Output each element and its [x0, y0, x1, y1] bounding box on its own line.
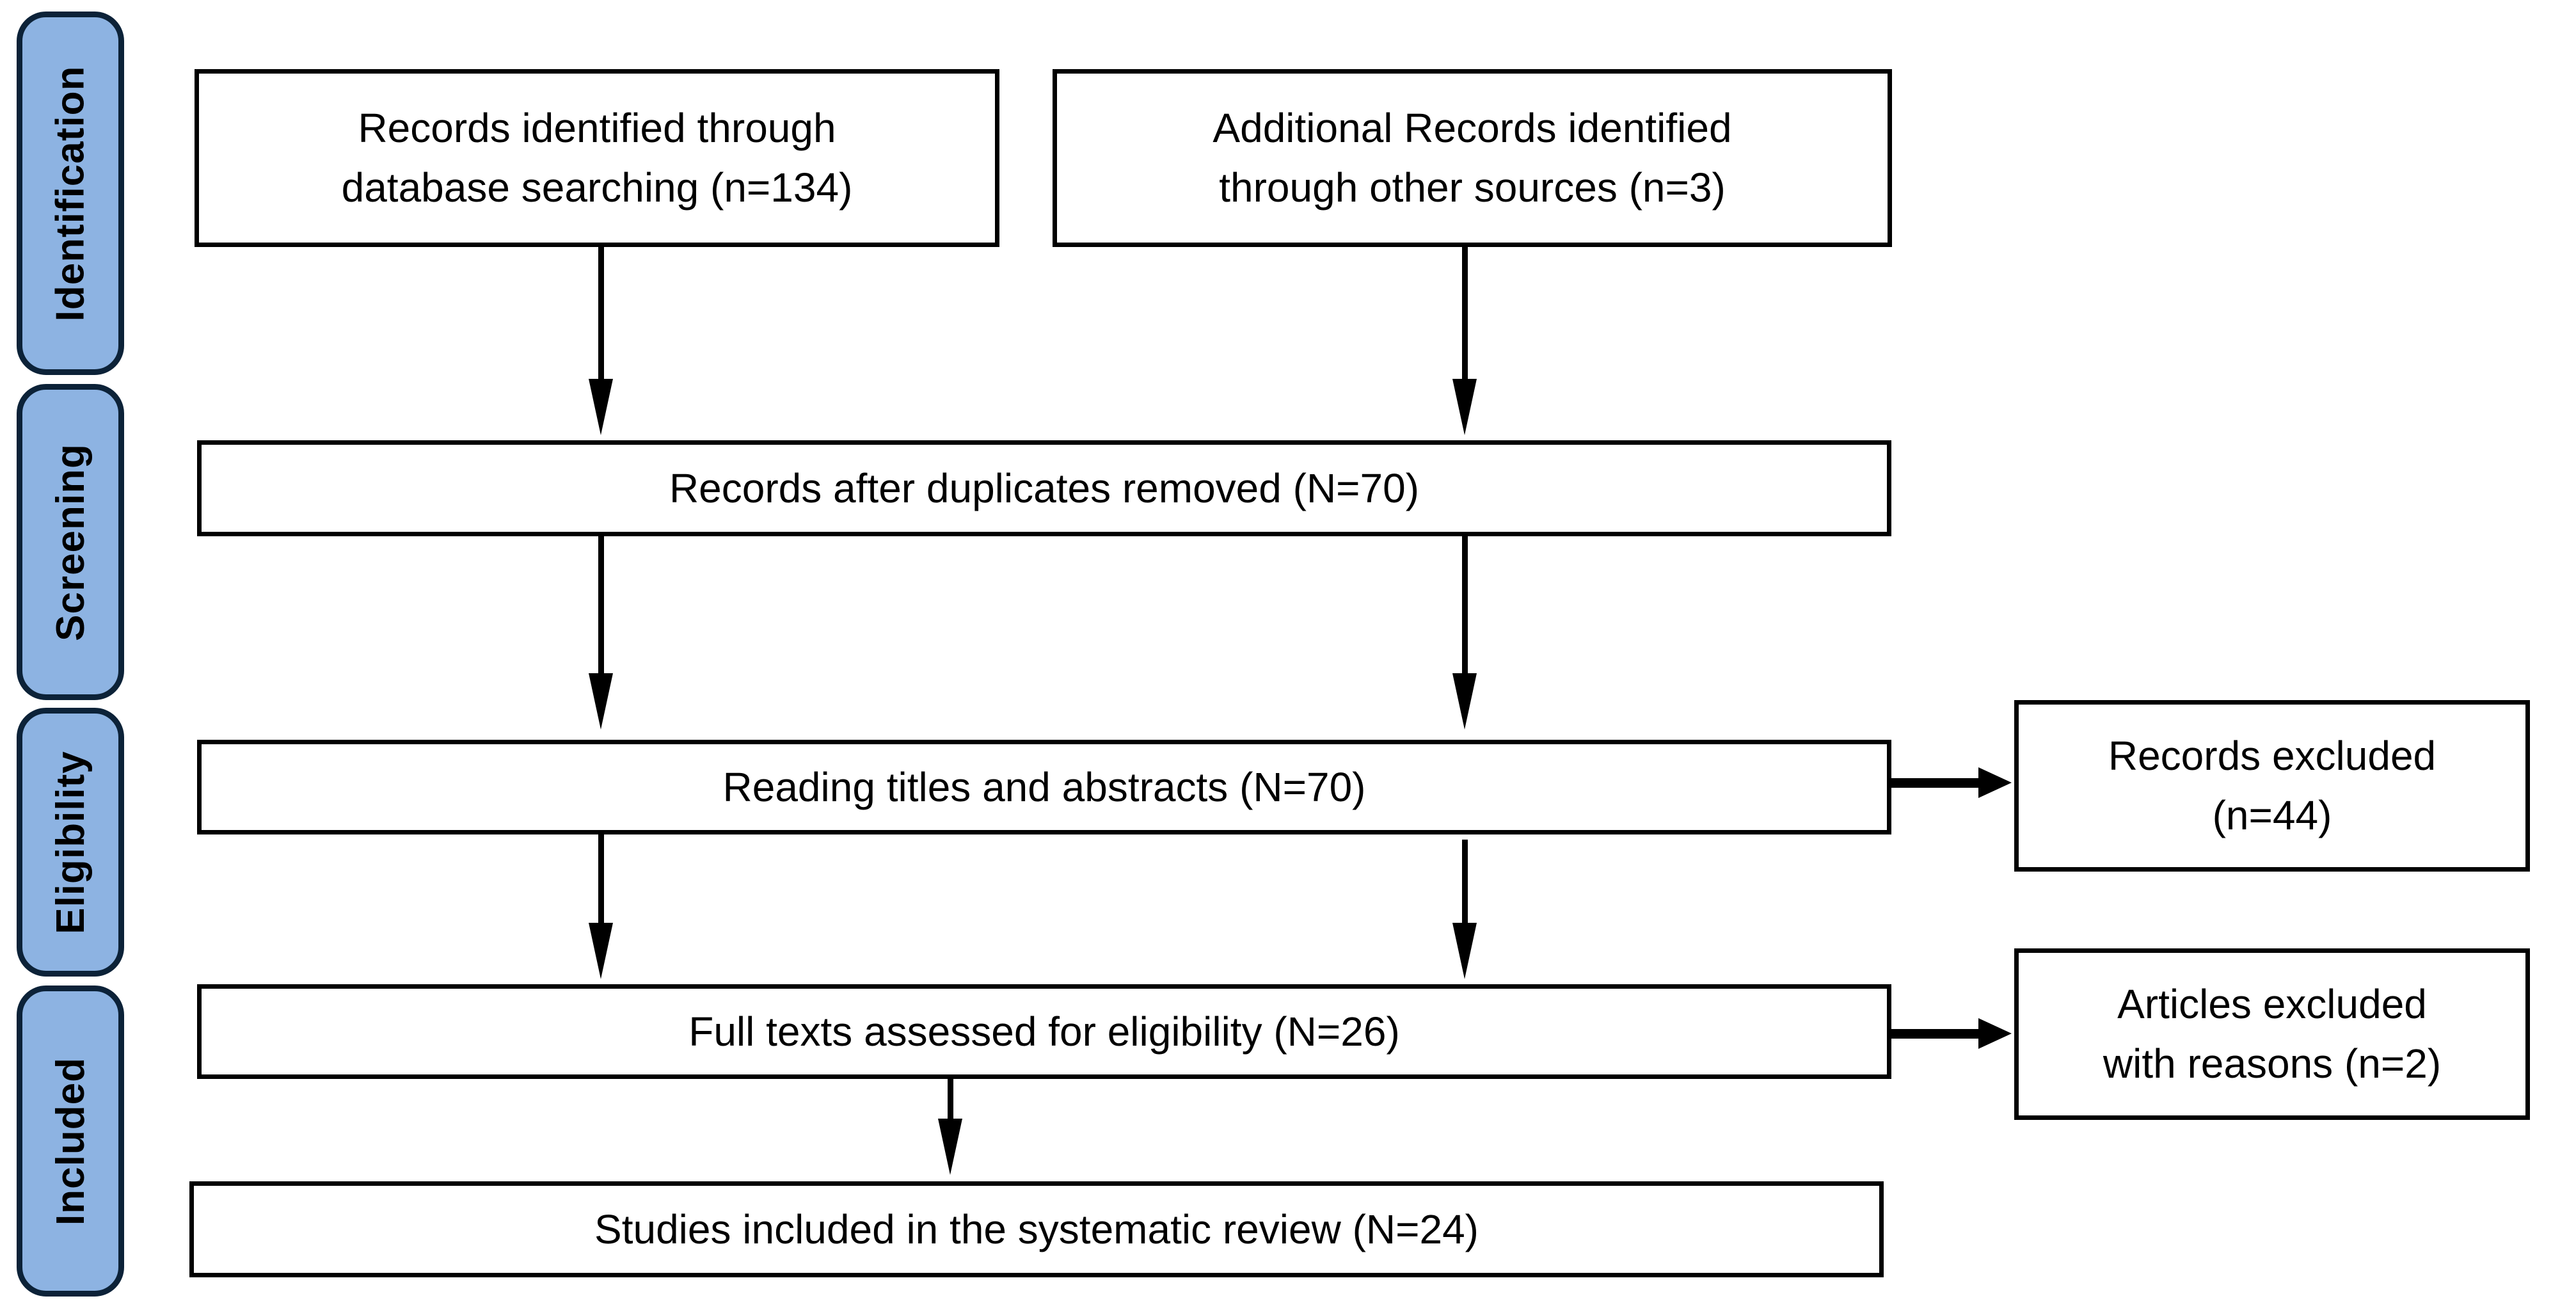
stage-included-label: Included [48, 1057, 93, 1225]
arrow-down-icon [938, 1119, 962, 1175]
box-full-texts-assessed: Full texts assessed for eligibility (N=2… [197, 984, 1891, 1079]
arrow-right-icon [1978, 767, 2012, 798]
box-records-after-duplicates-removed: Records after duplicates removed (N=70) [197, 440, 1891, 536]
stage-screening: Screening [17, 384, 124, 700]
arrow-shaft [1461, 535, 1468, 673]
box-articles-excluded-with-reasons: Articles excluded with reasons (n=2) [2014, 948, 2530, 1120]
box-studies-included-review-label: Studies included in the systematic revie… [594, 1206, 1479, 1252]
box-studies-included-review: Studies included in the systematic revie… [189, 1181, 1884, 1277]
stage-identification-label: Identification [48, 65, 93, 321]
arrow-duplicates-to-titles-right [1452, 535, 1477, 730]
arrow-down-icon [589, 673, 613, 730]
arrow-titles-to-fulltext-left [588, 833, 614, 979]
arrow-shaft [1461, 840, 1468, 923]
arrow-duplicates-to-titles-left [588, 535, 614, 730]
arrow-down-icon [589, 923, 613, 979]
arrow-titles-to-fulltext-right [1452, 840, 1477, 979]
box-records-excluded: Records excluded (n=44) [2014, 700, 2530, 872]
stage-included: Included [17, 986, 124, 1297]
box-additional-records-other-sources: Additional Records identified through ot… [1053, 69, 1892, 247]
arrow-shaft [947, 1078, 953, 1119]
arrow-titles-to-records-excluded [1891, 767, 2012, 798]
arrow-fulltext-to-articles-excluded [1891, 1018, 2012, 1049]
arrow-other-sources-to-duplicates [1452, 246, 1477, 435]
arrow-shaft [1461, 246, 1468, 379]
box-additional-records-other-sources-label: Additional Records identified through ot… [1212, 105, 1732, 211]
box-records-after-duplicates-removed-label: Records after duplicates removed (N=70) [669, 465, 1420, 511]
arrow-fulltext-to-included [937, 1078, 963, 1175]
arrow-shaft [1891, 1028, 1978, 1039]
arrow-database-to-duplicates [588, 246, 614, 435]
arrow-shaft [598, 246, 604, 379]
arrow-shaft [598, 535, 604, 673]
stage-eligibility: Eligibility [17, 708, 124, 977]
stage-screening-label: Screening [48, 443, 93, 641]
box-records-identified-database: Records identified through database sear… [195, 69, 999, 247]
box-records-identified-database-label: Records identified through database sear… [341, 105, 853, 211]
stage-identification: Identification [17, 12, 124, 375]
arrow-shaft [1891, 778, 1978, 788]
arrow-down-icon [1452, 379, 1477, 435]
box-records-excluded-label: Records excluded (n=44) [2108, 733, 2437, 838]
box-full-texts-assessed-label: Full texts assessed for eligibility (N=2… [688, 1008, 1400, 1055]
arrow-shaft [598, 833, 604, 923]
box-reading-titles-abstracts: Reading titles and abstracts (N=70) [197, 740, 1891, 834]
arrow-down-icon [1452, 673, 1477, 730]
arrow-down-icon [1452, 923, 1477, 979]
stage-eligibility-label: Eligibility [48, 750, 93, 934]
box-articles-excluded-with-reasons-label: Articles excluded with reasons (n=2) [2103, 981, 2442, 1087]
arrow-right-icon [1978, 1018, 2012, 1049]
box-reading-titles-abstracts-label: Reading titles and abstracts (N=70) [722, 763, 1366, 810]
arrow-down-icon [589, 379, 613, 435]
